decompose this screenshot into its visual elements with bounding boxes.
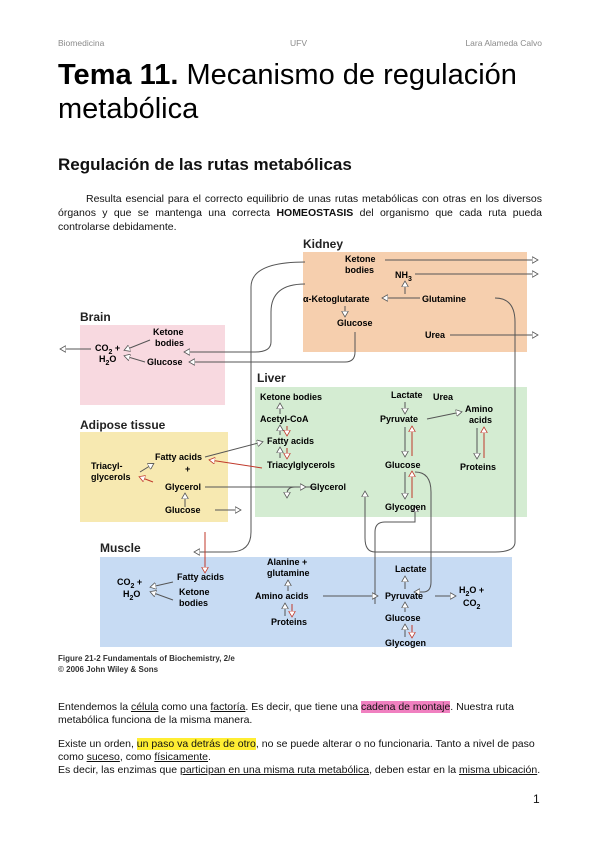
muscle-glucose: Glucose — [385, 613, 421, 623]
adipose-glucose: Glucose — [165, 505, 201, 515]
paragraph-order: Existe un orden, un paso va detrás de ot… — [58, 738, 542, 777]
kidney-ketone-1: Ketone — [345, 254, 376, 264]
muscle-region — [100, 557, 512, 647]
p1-text-1: Entendemos la — [58, 701, 131, 713]
liver-amino-1: Amino — [465, 404, 494, 414]
kidney-label: Kidney — [303, 237, 343, 251]
muscle-right-h2o: H2O + — [459, 585, 484, 598]
p2-text-4: . — [208, 751, 211, 763]
muscle-glycogen: Glycogen — [385, 638, 426, 648]
kidney-nh3: NH3 — [395, 270, 412, 283]
adipose-triacyl-2: glycerols — [91, 472, 131, 482]
liver-glycogen: Glycogen — [385, 502, 426, 512]
kidney-ketone-2: bodies — [345, 265, 374, 275]
liver-urea: Urea — [433, 392, 454, 402]
p2-text-5: Es decir, las enzimas que — [58, 764, 180, 776]
figure-caption-1: Figure 21-2 Fundamentals of Biochemistry… — [58, 654, 235, 663]
p2-text-7: . — [537, 764, 541, 776]
brain-glucose: Glucose — [147, 357, 183, 367]
kidney-glucose: Glucose — [337, 318, 373, 328]
muscle-co2: CO2 + — [117, 577, 142, 590]
intro-homeostasis: HOMEOSTASIS — [276, 207, 354, 219]
paragraph-cell-factory: Entendemos la célula como una factoría. … — [58, 701, 542, 727]
header-university: UFV — [290, 38, 307, 48]
p2-underline-ubicacion: misma ubicación — [459, 764, 538, 776]
brain-ketone-1: Ketone — [153, 327, 184, 337]
header-author: Lara Alameda Calvo — [465, 38, 542, 48]
liver-amino-2: acids — [469, 415, 492, 425]
muscle-lactate: Lactate — [395, 564, 427, 574]
kidney-urea: Urea — [425, 330, 446, 340]
liver-acetylcoa: Acetyl-CoA — [260, 414, 309, 424]
liver-lactate: Lactate — [391, 390, 423, 400]
page-title: Tema 11. Mecanismo de regulación metaból… — [58, 58, 548, 126]
p1-underline-celula: célula — [130, 701, 159, 713]
page-number: 1 — [533, 792, 540, 806]
adipose-fattyacids: Fatty acids — [155, 452, 202, 462]
header-subject: Biomedicina — [58, 38, 105, 48]
p1-underline-factoria: factoría — [210, 701, 246, 713]
p1-text-2: como una — [158, 701, 211, 713]
metabolism-figure: Kidney Brain Liver Adipose tissue Muscle… — [55, 232, 550, 677]
p2-text-2: , no se puede alterar o no funcionaria. … — [58, 738, 535, 763]
title-number: Tema 11. — [58, 59, 179, 91]
muscle-pyruvate: Pyruvate — [385, 591, 423, 601]
adipose-glycerol: Glycerol — [165, 482, 201, 492]
intro-text-2: del organismo que cada ruta pueda contro… — [58, 207, 542, 233]
p2-text-1: Existe un orden, — [58, 738, 137, 750]
muscle-aminoacids: Amino acids — [255, 591, 309, 601]
liver-pyruvate: Pyruvate — [380, 414, 418, 424]
brain-region — [80, 325, 225, 405]
liver-glucose: Glucose — [385, 460, 421, 470]
brain-label: Brain — [80, 310, 111, 324]
intro-paragraph: Resulta esencial para el correcto equili… — [58, 192, 542, 234]
liver-label: Liver — [257, 371, 286, 385]
p2-text-3: , como — [119, 751, 155, 763]
brain-h2o: H2O — [99, 354, 116, 367]
muscle-alanine-2: glutamine — [267, 568, 310, 578]
muscle-ketone-1: Ketone — [179, 587, 210, 597]
muscle-alanine-1: Alanine + — [267, 557, 307, 567]
kidney-glutamine: Glutamine — [422, 294, 466, 304]
muscle-label: Muscle — [100, 541, 141, 555]
liver-region — [255, 387, 527, 517]
p2-highlight-paso: un paso va detrás de otro — [136, 738, 256, 750]
p1-highlight-cadena: cadena de montaje — [360, 701, 451, 713]
p2-text-6: , deben estar en la — [369, 764, 459, 776]
metabolism-diagram: Kidney Brain Liver Adipose tissue Muscle… — [58, 237, 550, 674]
adipose-region — [80, 432, 228, 522]
muscle-h2o: H2O — [123, 589, 140, 602]
p2-underline-fisicamente: físicamente — [154, 751, 209, 763]
liver-ketone: Ketone bodies — [260, 392, 322, 402]
muscle-proteins: Proteins — [271, 617, 307, 627]
liver-glycerol: Glycerol — [310, 482, 346, 492]
p2-underline-suceso: suceso — [86, 751, 120, 763]
kidney-akg: α-Ketoglutarate — [303, 294, 370, 304]
adipose-plus: + — [185, 464, 190, 474]
adipose-label: Adipose tissue — [80, 418, 166, 432]
title-text: Mecanismo de regulación metabólica — [58, 59, 517, 125]
adipose-triacyl-1: Triacyl- — [91, 461, 123, 471]
liver-triacyl: Triacylglycerols — [267, 460, 335, 470]
liver-fattyacids: Fatty acids — [267, 436, 314, 446]
p2-underline-participan: participan en una misma ruta metabólica — [179, 764, 370, 776]
p1-text-4: . Nuestra ruta metabólica funciona de la… — [58, 701, 514, 726]
muscle-ketone-2: bodies — [179, 598, 208, 608]
muscle-fattyacids: Fatty acids — [177, 572, 224, 582]
intro-text-1: Resulta esencial para el correcto equili… — [58, 193, 542, 219]
brain-ketone-2: bodies — [155, 338, 184, 348]
page-header: Biomedicina UFV Lara Alameda Calvo — [58, 38, 542, 50]
section-heading: Regulación de las rutas metabólicas — [58, 155, 352, 174]
brain-co2: CO2 + — [95, 343, 120, 356]
liver-proteins: Proteins — [460, 462, 496, 472]
muscle-right-co2: CO2 — [463, 598, 481, 611]
figure-caption-2: © 2006 John Wiley & Sons — [58, 665, 159, 674]
p1-text-3: . Es decir, que tiene una — [245, 701, 361, 713]
